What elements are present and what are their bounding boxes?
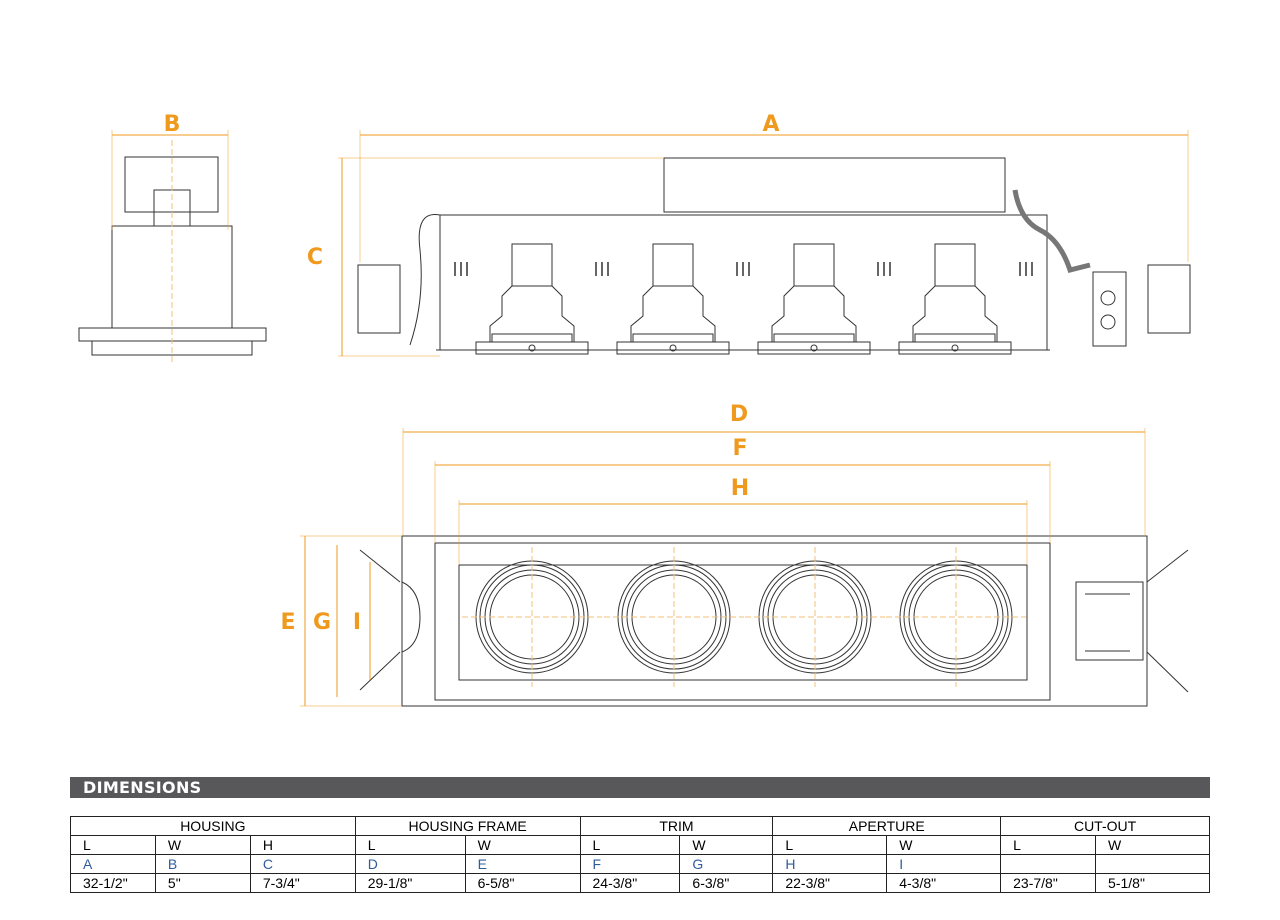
group-header: CUT-OUT [1000, 816, 1210, 836]
table-cell: 23-7/8" [1000, 873, 1097, 893]
label-b: B [164, 112, 181, 137]
table-row-values: 32-1/2"5"7-3/4"29-1/8"6-5/8"24-3/8"6-3/8… [70, 873, 1210, 893]
table-cell: A [70, 854, 156, 874]
table-cell: 4-3/8" [886, 873, 1002, 893]
table-cell: C [249, 854, 356, 874]
table-cell [1095, 854, 1210, 874]
table-cell: E [464, 854, 581, 874]
front-view [357, 157, 1191, 355]
table-cell: I [886, 854, 1002, 874]
table-cell: L [70, 835, 156, 855]
section-header: DIMENSIONS [70, 777, 1210, 798]
table-cell: W [1095, 835, 1210, 855]
technical-drawing: B A C [78, 112, 1191, 707]
label-d: D [730, 402, 748, 427]
table-row-groups: HOUSING HOUSING FRAME TRIM APERTURE CUT-… [70, 816, 1210, 836]
table-cell: L [772, 835, 888, 855]
table-cell: D [354, 854, 466, 874]
label-f: F [732, 436, 747, 461]
table-cell: L [1000, 835, 1097, 855]
table-cell: L [354, 835, 466, 855]
label-c: C [307, 245, 323, 270]
table-cell: F [579, 854, 681, 874]
label-g: G [313, 610, 331, 635]
table-cell [1000, 854, 1097, 874]
table-cell: 24-3/8" [579, 873, 681, 893]
group-header: TRIM [579, 816, 774, 836]
table-cell: W [154, 835, 251, 855]
group-header: APERTURE [772, 816, 1002, 836]
table-cell: H [249, 835, 356, 855]
label-h: H [731, 476, 749, 501]
dimension-a [338, 130, 1189, 357]
side-view [78, 140, 267, 365]
table-cell: 22-3/8" [772, 873, 888, 893]
label-a: A [762, 112, 779, 137]
group-header: HOUSING [70, 816, 356, 836]
dimensions-table: HOUSING HOUSING FRAME TRIM APERTURE CUT-… [70, 816, 1210, 893]
table-cell: 6-5/8" [464, 873, 581, 893]
section-title: DIMENSIONS [83, 778, 202, 797]
table-cell: W [886, 835, 1002, 855]
table-cell: 29-1/8" [354, 873, 466, 893]
table-cell: W [464, 835, 581, 855]
label-e: E [280, 610, 295, 635]
table-cell: 7-3/4" [249, 873, 356, 893]
label-i: I [353, 610, 361, 635]
dimension-b [111, 130, 229, 230]
group-header: HOUSING FRAME [354, 816, 581, 836]
table-cell: W [679, 835, 774, 855]
table-cell: 5" [154, 873, 251, 893]
table-cell: B [154, 854, 251, 874]
table-cell: 5-1/8" [1095, 873, 1210, 893]
plan-view [359, 535, 1189, 707]
table-cell: G [679, 854, 774, 874]
table-cell: 6-3/8" [679, 873, 774, 893]
table-cell: 32-1/2" [70, 873, 156, 893]
dimensions-plan [300, 428, 1146, 707]
table-cell: H [772, 854, 888, 874]
table-cell: L [579, 835, 681, 855]
